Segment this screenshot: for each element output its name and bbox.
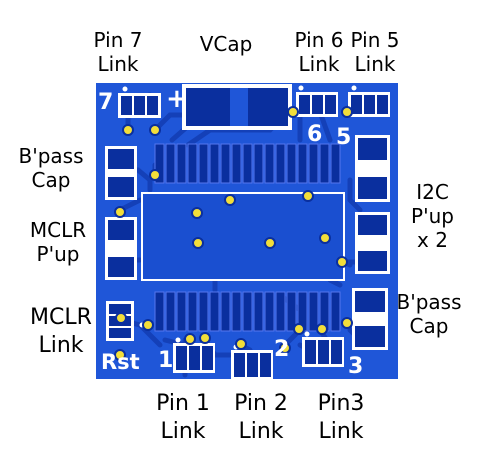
mark-pin2: 2 bbox=[274, 337, 290, 362]
label-pin3-link: Pin3 Link bbox=[317, 391, 365, 444]
mark-pin1: 1 bbox=[158, 348, 174, 373]
label-pin1-link: Pin 1 Link bbox=[156, 391, 210, 444]
mark-pin7: 7 bbox=[98, 90, 114, 115]
right-bypass-cap bbox=[352, 288, 388, 350]
pin6-link-header bbox=[296, 92, 338, 117]
pin7-link-header bbox=[118, 93, 161, 118]
vcap-component bbox=[182, 84, 292, 130]
mcu-top-pins bbox=[154, 143, 341, 184]
mark-rst: Rst bbox=[101, 350, 140, 374]
i2c-pullup-resistor-1 bbox=[355, 135, 390, 202]
label-pin2-link: Pin 2 Link bbox=[234, 391, 288, 444]
pin5-link-header bbox=[348, 92, 390, 117]
label-vcap: VCap bbox=[199, 32, 253, 56]
pin3-link-header bbox=[302, 337, 344, 367]
label-pin6-link: Pin 6 Link bbox=[294, 28, 344, 76]
mark-pin6: 6 bbox=[307, 122, 323, 147]
mark-plus: + bbox=[166, 84, 188, 114]
label-pin7-link: Pin 7 Link bbox=[93, 28, 143, 76]
label-mclr-link: MCLR Link bbox=[30, 305, 92, 358]
label-bpass-cap-right: B'pass Cap bbox=[396, 290, 462, 338]
label-mclr-pup: MCLR P'up bbox=[29, 218, 87, 266]
mark-pin3: 3 bbox=[348, 354, 364, 379]
label-pin5-link: Pin 5 Link bbox=[350, 28, 400, 76]
i2c-pullup-resistor-2 bbox=[355, 212, 390, 274]
label-i2c-pup: I2C P'up x 2 bbox=[411, 180, 454, 252]
mclr-pullup-resistor bbox=[105, 217, 137, 280]
left-bypass-cap bbox=[105, 146, 137, 200]
pin1-link-header bbox=[173, 343, 215, 373]
mcu-chip bbox=[141, 192, 345, 281]
mark-pin5: 5 bbox=[336, 125, 352, 150]
pin2-link-header bbox=[231, 350, 273, 380]
mcu-bottom-pins bbox=[154, 291, 341, 332]
label-bpass-cap-left: B'pass Cap bbox=[18, 144, 84, 192]
vias bbox=[114, 106, 353, 361]
silk-dots bbox=[122, 85, 357, 350]
